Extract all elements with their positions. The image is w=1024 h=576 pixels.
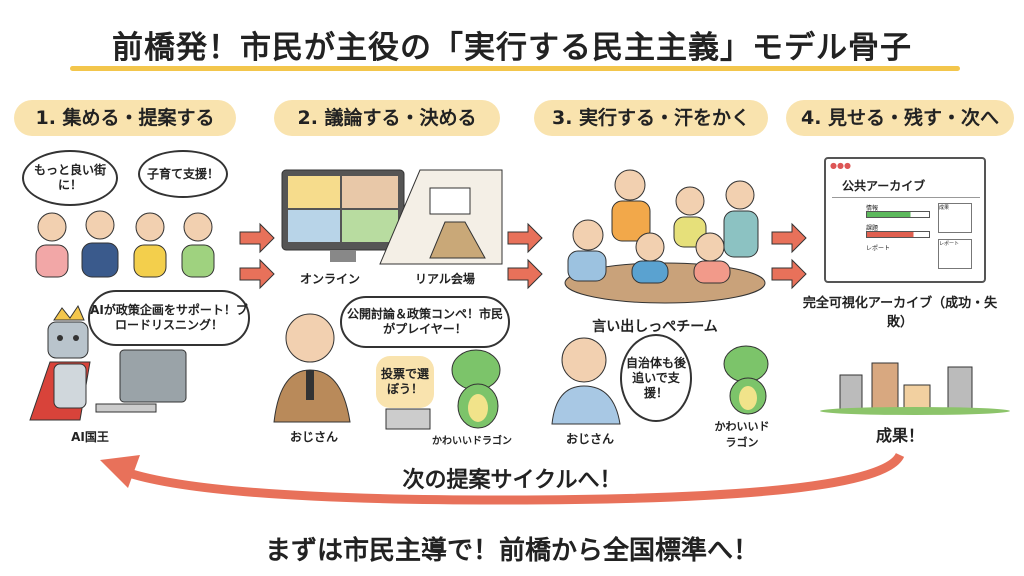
- arrow-icon: [771, 222, 807, 254]
- ai-king-caption: AI国王: [71, 430, 109, 444]
- dragon-illustration: [451, 349, 501, 429]
- ojisan-caption: おじさん: [565, 432, 614, 446]
- ojisan-illustration: [273, 313, 351, 423]
- arrow-icon: [239, 258, 275, 290]
- progress-bar: [866, 211, 930, 218]
- speech-bubble-childcare: 子育て支援！: [138, 150, 228, 198]
- arrow-icon: [507, 258, 543, 290]
- archive-caption: 完全可視化アーカイブ（成功・失敗）: [802, 296, 998, 330]
- bottom-slogan: まずは市民主導で！前橋から全国標準へ！: [264, 536, 759, 566]
- title-underline: [70, 66, 960, 71]
- arrow-icon: [771, 258, 807, 290]
- online-label: オンライン: [299, 272, 360, 286]
- step-1-label: 1. 集める・提案する: [14, 100, 236, 136]
- team-caption: 言い出しっぺチーム: [592, 319, 718, 335]
- ai-king-robot-illustration: [29, 304, 187, 421]
- progress-bar: [866, 231, 930, 238]
- archive-title: 公共アーカイブ: [842, 179, 926, 193]
- citizens-illustration: [35, 210, 215, 278]
- ojisan-illustration: [551, 337, 621, 425]
- next-cycle-label: 次の提案サイクルへ！: [402, 468, 622, 493]
- archive-label: 情報: [866, 205, 879, 212]
- step-3-label: 3. 実行する・汗をかく: [534, 100, 768, 136]
- step-2-label: 2. 議論する・決める: [274, 100, 500, 136]
- dragon-caption: かわいいドラゴン: [714, 420, 770, 449]
- arrow-icon: [507, 222, 543, 254]
- dragon-illustration: [723, 345, 769, 415]
- real-venue-label: リアル会場: [415, 272, 475, 286]
- public-archive-window: ●●● 公共アーカイブ 情報 課題 レポート 成果 レポート: [824, 157, 986, 283]
- city-result-illustration: [820, 362, 1010, 415]
- speech-bubble-better-town: もっと良い街に！: [22, 150, 118, 206]
- trend-chart-panel: 成果: [938, 203, 972, 233]
- speech-bubble-support: 自治体も後追いで支援！: [620, 334, 692, 422]
- archive-label: 課題: [866, 225, 879, 232]
- archive-label: レポート: [866, 245, 891, 252]
- arrow-icon: [239, 222, 275, 254]
- step-4-label: 4. 見せる・残す・次へ: [786, 100, 1014, 136]
- dragon-caption: かわいいドラゴン: [432, 436, 512, 447]
- window-controls-icon: ●●●: [830, 161, 851, 170]
- ballot-box-icon: [385, 408, 431, 430]
- speech-bubble-ai: AIが政策企画をサポート！ブロードリスニング！: [88, 290, 250, 346]
- vote-bubble: 投票で選ぼう！: [376, 356, 434, 408]
- ojisan-caption: おじさん: [289, 430, 338, 444]
- result-caption: 成果！: [875, 426, 924, 445]
- online-real-meeting-illustration: [281, 169, 503, 265]
- bar-chart-panel: レポート: [938, 239, 972, 269]
- speech-bubble-debate: 公開討論＆政策コンペ！市民がプレイヤー！: [340, 296, 510, 348]
- page-title: 前橋発！市民が主役の「実行する民主主義」モデル骨子: [112, 30, 912, 66]
- team-working-illustration: [564, 169, 766, 304]
